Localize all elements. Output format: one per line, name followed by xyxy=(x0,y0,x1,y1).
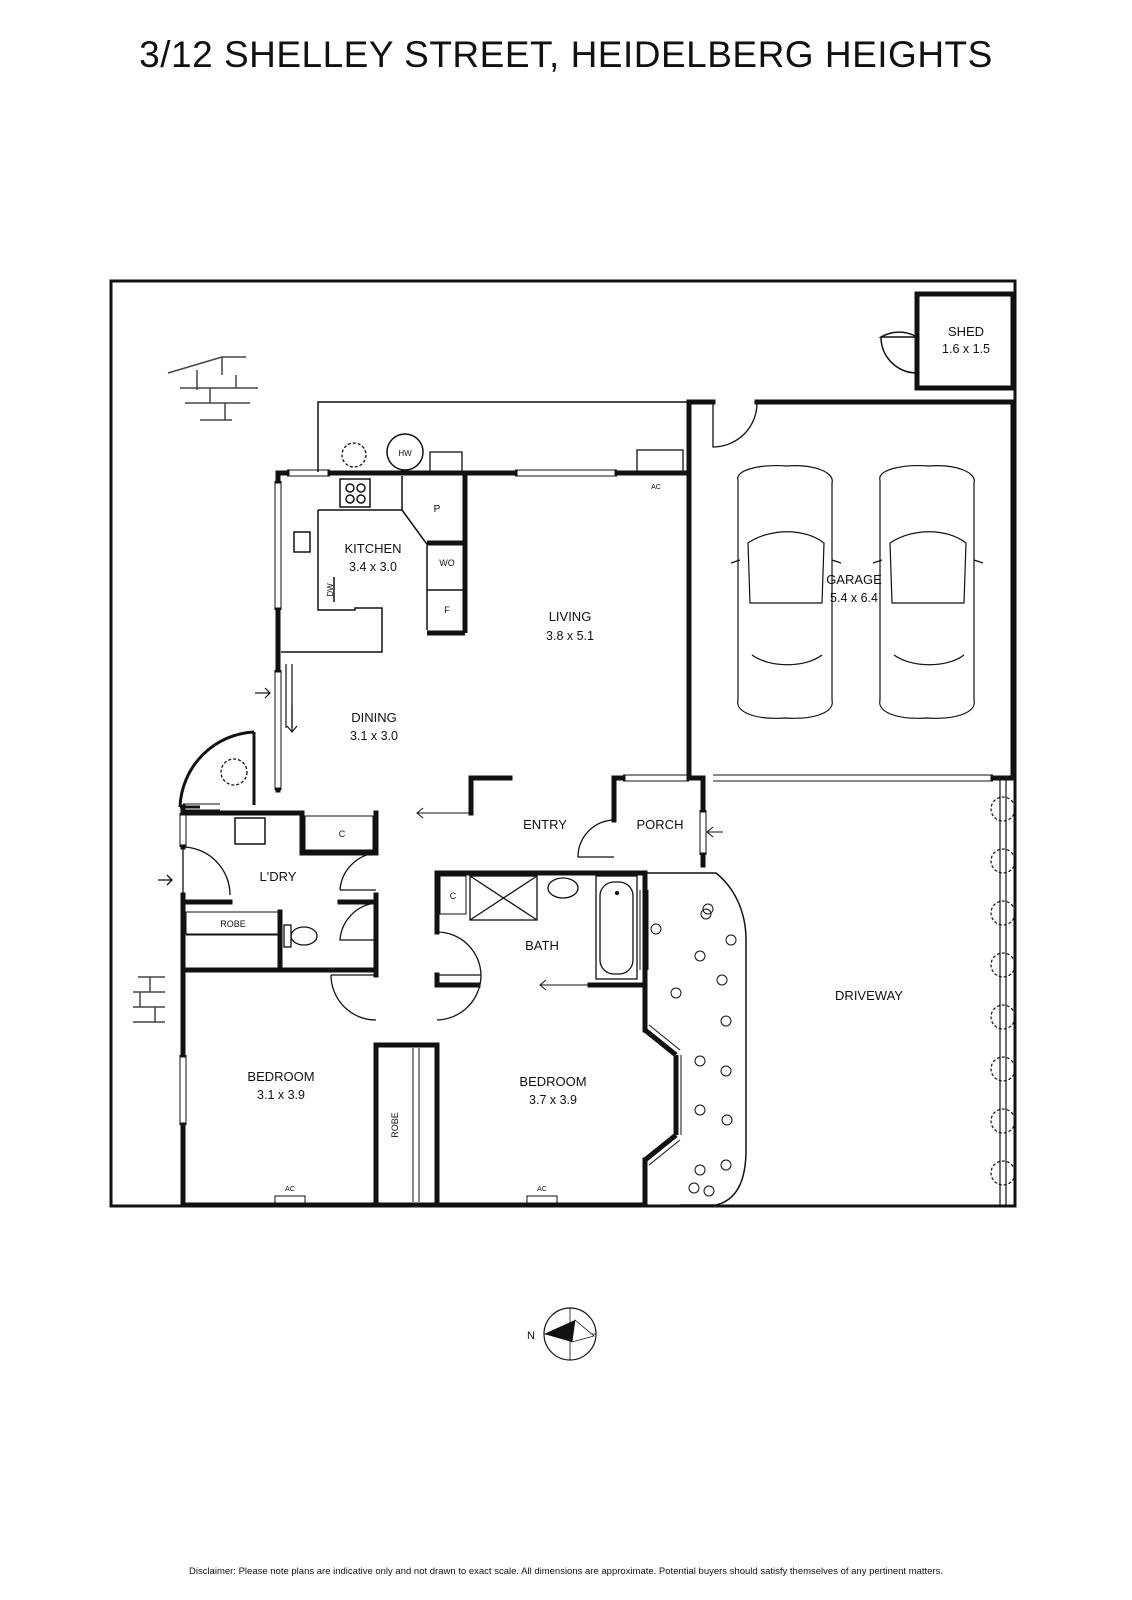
garage-label: GARAGE xyxy=(826,572,882,587)
car-icon xyxy=(872,465,984,719)
hedge xyxy=(990,778,1016,1205)
house-walls xyxy=(180,399,1016,1208)
compass-icon xyxy=(543,1307,597,1361)
bedroom2-label: BEDROOM xyxy=(519,1074,586,1089)
laundry-tub xyxy=(234,817,266,845)
pantry-label: P xyxy=(434,504,441,515)
cupboard-laundry xyxy=(304,815,374,851)
plant-icon xyxy=(341,442,367,468)
robe-label: ROBE xyxy=(220,919,246,929)
sliding-door xyxy=(255,664,298,733)
shower-icon xyxy=(469,875,538,921)
car-icon xyxy=(730,465,842,719)
cupboard-label-bath: C xyxy=(450,891,457,901)
living-label: LIVING xyxy=(549,609,592,624)
fridge-label: F xyxy=(444,605,450,615)
porch-arrowhead xyxy=(706,826,714,838)
plant-icon xyxy=(220,758,248,786)
paving-icon xyxy=(133,976,165,1023)
dishwasher-label: DW xyxy=(326,583,335,597)
ac-unit-bedroom2 xyxy=(526,1195,558,1205)
bath-arrow xyxy=(539,979,547,991)
hw-label: HW xyxy=(398,449,412,458)
garage-front-door xyxy=(713,774,993,782)
front-door xyxy=(577,819,615,858)
robe-bedroom xyxy=(412,1048,420,1202)
dining-label: DINING xyxy=(351,710,397,725)
verandah-outline xyxy=(317,401,690,472)
kitchen-size: 3.4 x 3.0 xyxy=(349,560,397,574)
shed-label: SHED xyxy=(948,324,984,339)
laundry-internal-door xyxy=(339,852,377,891)
bedroom2-door xyxy=(436,974,482,1021)
entry-arrowhead xyxy=(416,807,424,819)
driveway-label: DRIVEWAY xyxy=(835,988,903,1003)
ac-label-bedroom2: AC xyxy=(537,1186,547,1193)
hot-water-unit xyxy=(386,433,424,471)
porch-label: PORCH xyxy=(637,817,684,832)
dining-size: 3.1 x 3.0 xyxy=(350,729,398,743)
robe-small xyxy=(185,911,281,935)
property-boundary xyxy=(109,279,1017,1208)
dining-bay xyxy=(178,730,256,809)
bedroom1-label: BEDROOM xyxy=(247,1069,314,1084)
disclaimer: Disclaimer: Please note plans are indica… xyxy=(188,1566,944,1577)
ac-outdoor-unit xyxy=(636,449,684,473)
bath-door xyxy=(436,931,482,976)
living-size: 3.8 x 5.1 xyxy=(546,629,594,643)
kitchen-label: KITCHEN xyxy=(344,541,401,556)
cupboard-bath xyxy=(439,875,467,915)
bedroom1-size: 3.1 x 3.9 xyxy=(257,1088,305,1102)
plant-dots xyxy=(650,903,737,1197)
ac-label-living: AC xyxy=(651,484,661,491)
ensuite-door xyxy=(339,902,377,941)
shed-size: 1.6 x 1.5 xyxy=(942,342,990,356)
bathtub-icon xyxy=(595,875,638,980)
wall-oven-label: WO xyxy=(439,558,455,568)
pantry-walls xyxy=(427,473,468,636)
bedroom2-size: 3.7 x 3.9 xyxy=(529,1093,577,1107)
laundry-door xyxy=(158,846,231,896)
page-title: 3/12 SHELLEY STREET, HEIDELBERG HEIGHTS xyxy=(139,34,993,75)
windows xyxy=(179,469,707,1125)
toilet-icon xyxy=(283,924,318,948)
garage-size: 5.4 x 6.4 xyxy=(830,591,878,605)
robe-label-2: ROBE xyxy=(390,1112,400,1138)
garage-door xyxy=(712,401,758,448)
basin-icon xyxy=(547,877,579,899)
paving-icon xyxy=(167,356,258,421)
compass-north-label: N xyxy=(527,1330,535,1342)
bay-window-glazing xyxy=(648,1024,682,1166)
bath-label: BATH xyxy=(525,938,559,953)
outdoor-unit xyxy=(429,451,463,473)
ac-unit-bedroom1 xyxy=(274,1195,306,1205)
shed-structure xyxy=(878,291,1016,391)
ac-label-bedroom1: AC xyxy=(285,1186,295,1193)
entry-label: ENTRY xyxy=(523,817,567,832)
garden-bed xyxy=(645,872,747,1206)
bedroom1-door xyxy=(330,974,377,1021)
laundry-label: L'DRY xyxy=(260,869,297,884)
bay-window xyxy=(643,1028,679,1162)
cupboard-label: C xyxy=(339,829,346,839)
